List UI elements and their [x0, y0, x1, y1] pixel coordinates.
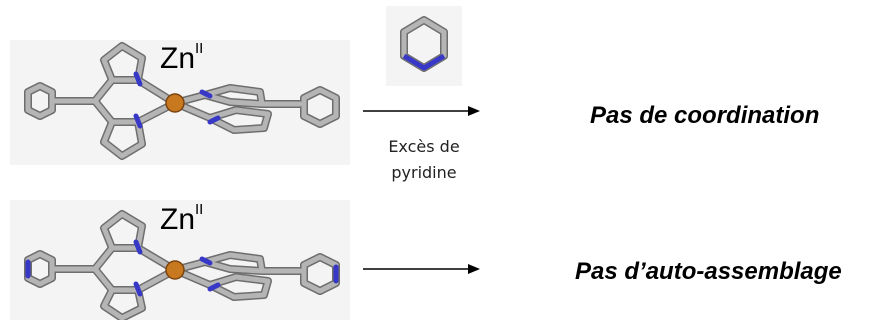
pyridine-molecule [400, 16, 448, 72]
outcome-top: Pas de coordination [590, 102, 820, 129]
zinc-porphyrin-pyridyl [24, 210, 340, 320]
zinc-symbol: Zn [160, 42, 196, 75]
zinc-symbol: Zn [160, 203, 196, 236]
outcome-bottom: Pas d’auto-assemblage [575, 258, 842, 285]
reagent-line-1: Excès de [388, 137, 460, 156]
reagent-line-2: pyridine [391, 163, 457, 182]
zinc-porphyrin-phenyl [24, 42, 340, 160]
zinc-oxidation-state: II [195, 201, 204, 218]
zinc-atom-top [165, 93, 185, 113]
zinc-label-top: ZnII [160, 40, 204, 76]
zinc-label-bottom: ZnII [160, 201, 204, 237]
zinc-atom-bottom [165, 260, 185, 280]
zinc-oxidation-state: II [195, 40, 204, 57]
reagent-label: Excès de pyridine [365, 134, 483, 186]
molecule-background-bottom [10, 200, 350, 320]
